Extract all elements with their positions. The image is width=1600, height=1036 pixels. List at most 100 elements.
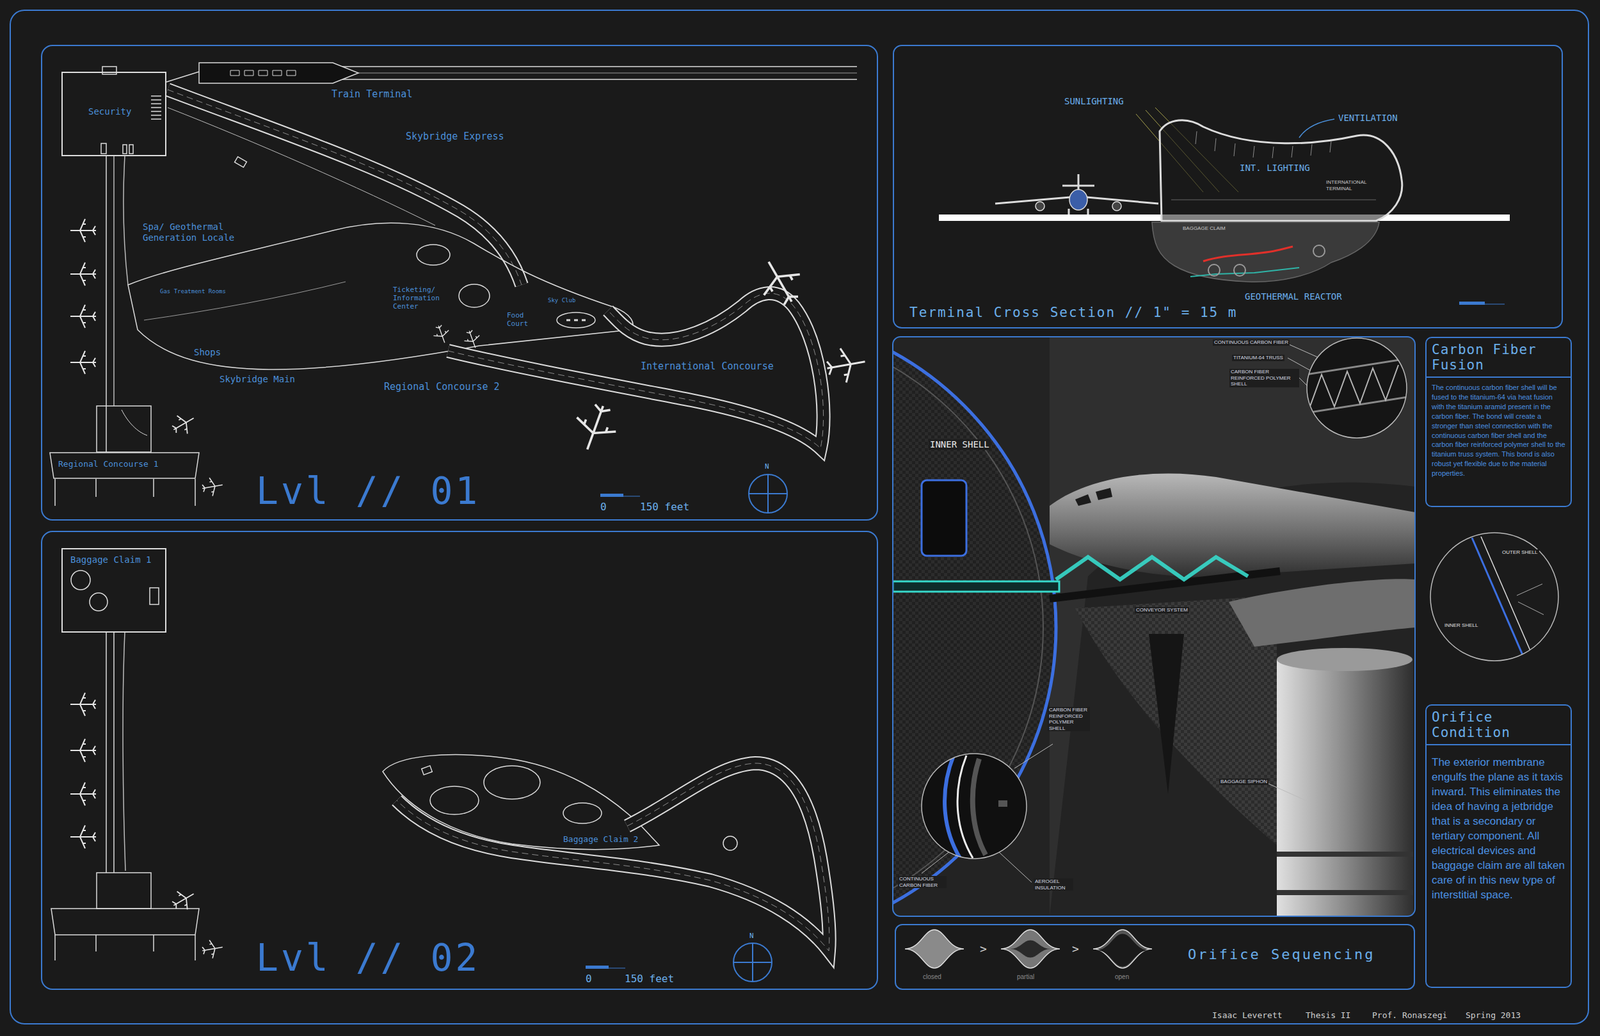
- concourse-band: [396, 762, 830, 951]
- compass-ring: [733, 942, 772, 982]
- note-card: Orifice ConditionThe exterior membrane e…: [1425, 704, 1572, 988]
- baggage-hall: [382, 754, 660, 850]
- siphon-band: [1276, 889, 1414, 895]
- part-label: BAGGAGE SIPHON: [1219, 778, 1269, 785]
- scale-bar: [585, 965, 609, 969]
- detail-bubble: [921, 753, 1027, 859]
- titanium-truss: [1056, 556, 1248, 580]
- section-label: BAGGAGE CLAIM: [1182, 225, 1226, 232]
- door-symbol: [122, 144, 127, 154]
- service-room: [149, 587, 159, 605]
- part-label: OUTER SHELL: [1500, 549, 1540, 556]
- section-label: VENTILATION: [1338, 112, 1398, 124]
- inner-shell: [892, 336, 1056, 916]
- card-body: The exterior membrane engulfs the plane …: [1426, 744, 1571, 909]
- scale-label: 0: [585, 972, 592, 985]
- plane-engine: [1112, 201, 1122, 211]
- node-title: Orifice Sequencing: [1187, 945, 1375, 962]
- concourse-hub: [96, 405, 152, 452]
- terminal-slit: [144, 281, 346, 320]
- plane-symbol: [200, 937, 225, 960]
- train-cars: [230, 70, 296, 76]
- note-card: Carbon Fiber FusionThe continuous carbon…: [1425, 336, 1572, 507]
- concourse-walkway: [448, 293, 824, 448]
- plane-front-view: [995, 174, 1159, 215]
- node-title: Baggage Claim 1: [70, 554, 152, 565]
- detail-bubble: [1306, 337, 1407, 438]
- scale-bar: [1484, 304, 1505, 305]
- state-label: open: [1114, 972, 1129, 981]
- part-label: CONVEYOR SYSTEM: [1134, 606, 1190, 614]
- section-label: GEOTHERMAL REACTOR: [1244, 291, 1343, 303]
- plane-symbol: [567, 398, 623, 457]
- concourse-wing: [51, 908, 200, 935]
- ticketing-pod: [458, 284, 490, 308]
- vent-leader: [1299, 119, 1335, 138]
- plane-symbol: [70, 350, 96, 374]
- detail-bubble: [1430, 532, 1559, 661]
- plane-symbol: [70, 262, 96, 286]
- outer-shell-line: [1472, 537, 1524, 656]
- reactor-core: [1233, 264, 1246, 276]
- plane-symbol: [430, 323, 452, 346]
- place-label: Baggage Claim 2: [563, 833, 639, 845]
- part-label: AEROGEL INSULATION: [1033, 878, 1074, 891]
- credit-text: Prof. Ronaszegi: [1372, 1009, 1448, 1021]
- compass-cross: [733, 942, 772, 982]
- cockpit-windows: [1075, 487, 1113, 506]
- orifice-open: [1093, 929, 1152, 968]
- place-label: Skybridge Express: [405, 130, 505, 143]
- sequence-arrow: >: [1072, 941, 1080, 956]
- carousel: [89, 592, 108, 611]
- carousel: [430, 785, 479, 815]
- plane-symbol: [824, 344, 868, 386]
- truss-detail: [1305, 358, 1408, 413]
- baggage-siphon: [1276, 659, 1414, 916]
- skybridge-line: [167, 107, 436, 226]
- train-terminal: [199, 62, 359, 84]
- aerogel-layer: [972, 758, 986, 855]
- cross-section: [938, 107, 1510, 305]
- scale-bar: [623, 496, 640, 497]
- card-body: The continuous carbon fiber shell will b…: [1426, 377, 1571, 484]
- render-frame: [892, 336, 1416, 916]
- north-label: N: [764, 462, 770, 471]
- part-label: CARBON FIBER REINFORCED POLYMER SHELL: [1047, 706, 1090, 731]
- kiosk-symbol: [234, 156, 248, 168]
- scale-bar: [608, 967, 626, 969]
- place-label: International Concourse: [640, 360, 774, 372]
- node-title: Lvl // 01: [256, 472, 480, 510]
- orifice-opening: [1009, 940, 1051, 958]
- plan-panel: Lvl // 02Baggage Claim 1: [40, 530, 879, 990]
- card-heading: Orifice Condition: [1426, 705, 1571, 745]
- sequence-panel: Orifice Sequencing: [894, 923, 1416, 990]
- carousel: [483, 765, 541, 799]
- reactor-core: [1313, 245, 1325, 257]
- plane-symbol: [168, 408, 199, 439]
- section-panel: Terminal Cross Section // 1" = 15 m: [892, 44, 1563, 329]
- level1-planes: [70, 218, 868, 498]
- plane-symbol: [70, 782, 96, 806]
- siphon-band: [1276, 851, 1414, 857]
- skybridge-express: [167, 89, 522, 285]
- shell-shade: [892, 336, 1056, 916]
- stair-symbol: [151, 96, 162, 120]
- carousel: [563, 802, 602, 824]
- section-label: SUNLIGHTING: [1064, 96, 1124, 107]
- shell-rim: [892, 336, 1056, 916]
- orifice-sequence: [904, 929, 1152, 968]
- part-label: CONTINUOUS CARBON FIBER: [897, 875, 947, 888]
- card-heading: Carbon Fiber Fusion: [1426, 337, 1571, 378]
- concourse-walkway: [396, 762, 830, 951]
- node-title: Terminal Cross Section // 1" = 15 m: [909, 304, 1238, 320]
- place-label: Skybridge Main: [219, 373, 296, 385]
- food-court-dots: [566, 319, 586, 322]
- concourse-wing: Regional Concourse 1: [49, 451, 200, 479]
- credit-text: Isaac Leverett: [1212, 1009, 1283, 1021]
- door-symbol: [101, 143, 107, 154]
- plane-symbol: [200, 475, 225, 498]
- credit-text: Thesis II: [1305, 1009, 1351, 1021]
- place-label: Ticketing/ Information Center: [392, 285, 445, 312]
